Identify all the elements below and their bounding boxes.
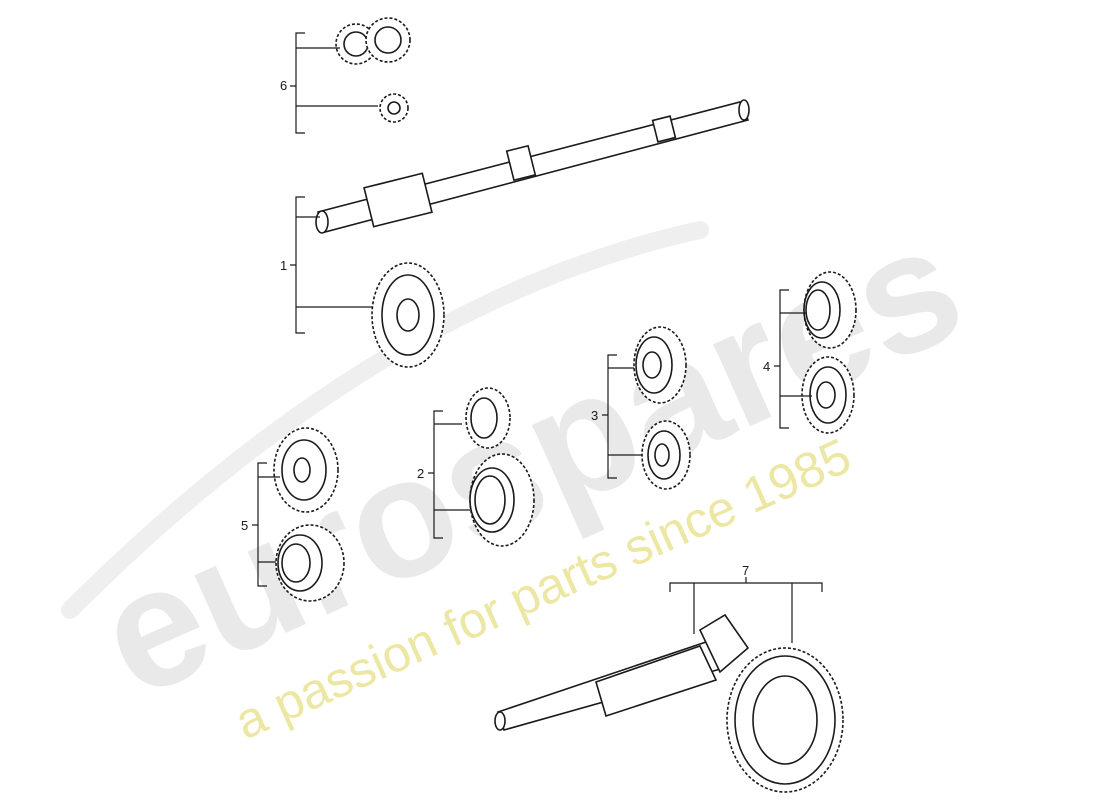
gear-2a (465, 387, 511, 449)
callout-2: 2 (417, 466, 424, 481)
bracket-4 (774, 289, 812, 429)
ring-gear (726, 647, 844, 793)
bracket-5 (252, 462, 280, 587)
callout-4: 4 (763, 359, 770, 374)
gear-1 (371, 262, 445, 368)
part-group-4: 4 (763, 271, 857, 434)
bracket-7 (669, 577, 823, 643)
gear-2b (469, 453, 535, 547)
main-shaft (315, 99, 750, 234)
callout-6: 6 (280, 78, 287, 93)
callout-3: 3 (591, 408, 598, 423)
callout-5: 5 (241, 518, 248, 533)
callout-7: 7 (742, 563, 749, 578)
part-group-5: 5 (241, 427, 345, 602)
gear-5b (275, 524, 345, 602)
bracket-3 (602, 354, 642, 479)
gear-6b (379, 93, 409, 123)
pinion-shaft (494, 613, 750, 731)
part-group-1: 1 (280, 99, 750, 368)
gear-5a (273, 427, 339, 513)
part-group-2: 2 (417, 387, 535, 547)
bracket-2 (428, 410, 470, 539)
watermark: eurospares a passion for parts since 198… (61, 187, 987, 750)
bracket-6 (290, 32, 378, 134)
gear-3a (633, 326, 687, 404)
part-group-7: 7 (494, 563, 844, 793)
part-group-3: 3 (591, 326, 691, 490)
gear-4a (803, 271, 857, 349)
bracket-1 (290, 196, 372, 334)
gear-6a (335, 17, 411, 65)
callout-1: 1 (280, 258, 287, 273)
gear-3b (641, 420, 691, 490)
gear-4b (801, 356, 855, 434)
part-group-6: 6 (280, 17, 411, 134)
